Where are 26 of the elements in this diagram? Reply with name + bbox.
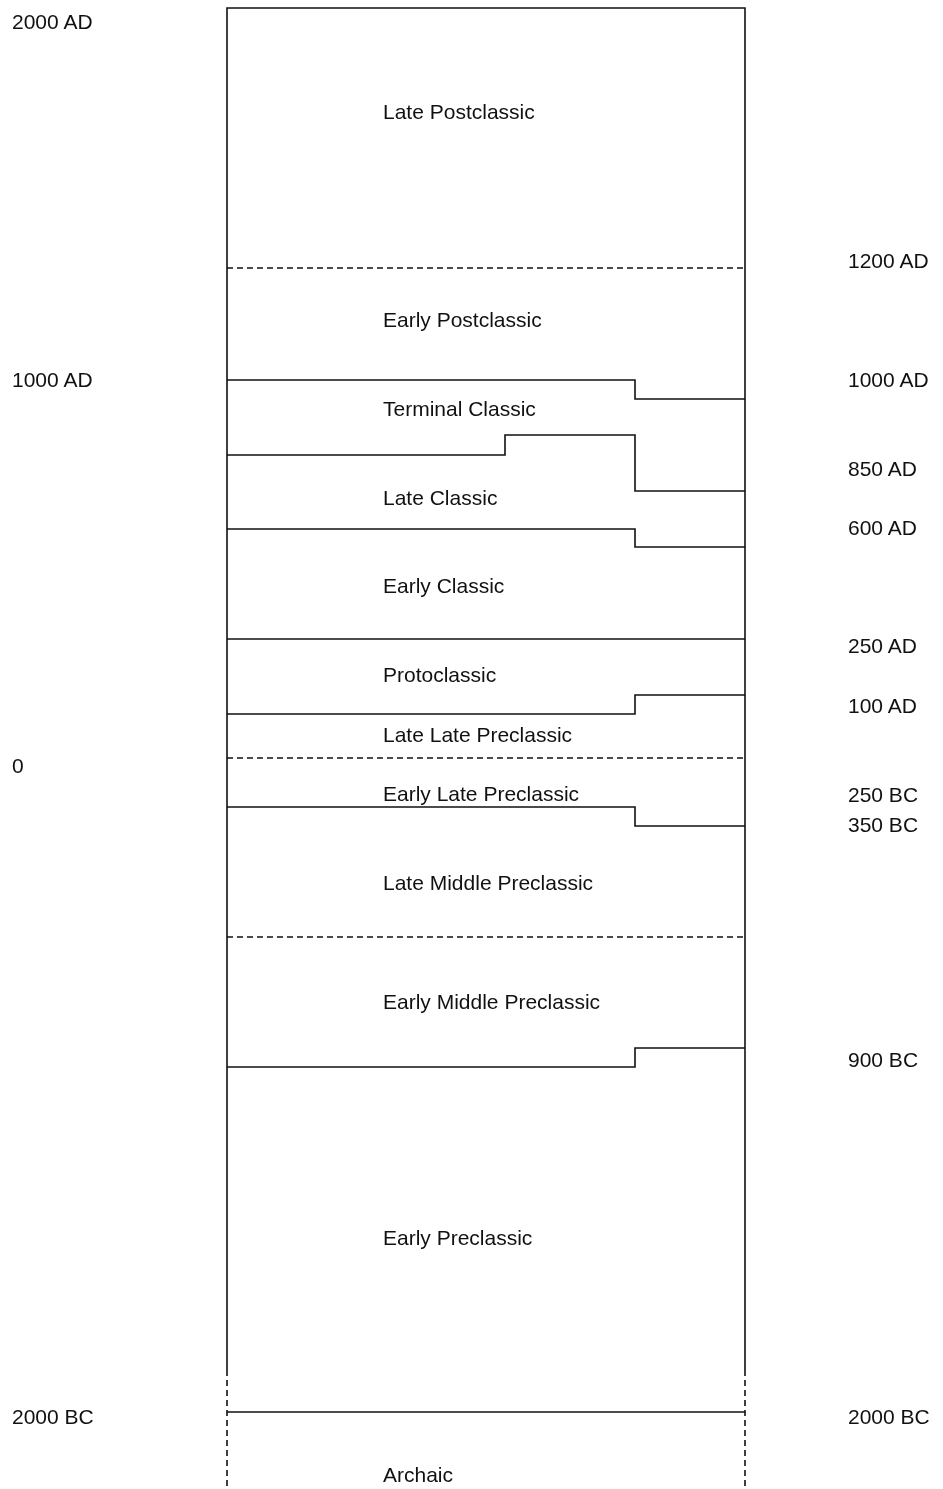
- period-label: Early Postclassic: [383, 308, 542, 332]
- period-label: Protoclassic: [383, 663, 497, 687]
- period-label: Early Middle Preclassic: [383, 990, 601, 1014]
- date-label: 100 AD: [848, 694, 917, 718]
- period-label: Late Middle Preclassic: [383, 871, 594, 895]
- period-label: Early Classic: [383, 574, 505, 598]
- date-label: 1000 AD: [848, 368, 929, 392]
- date-label: 2000 BC: [848, 1405, 930, 1429]
- date-label: 2000 AD: [12, 10, 93, 34]
- period-label: Early Preclassic: [383, 1226, 533, 1250]
- date-label: 600 AD: [848, 516, 917, 540]
- date-label: 2000 BC: [12, 1405, 94, 1429]
- period-label: Late Late Preclassic: [383, 723, 573, 747]
- date-label: 0: [12, 754, 24, 778]
- date-label: 250 AD: [848, 634, 917, 658]
- date-label: 1200 AD: [848, 249, 929, 273]
- date-label: 850 AD: [848, 457, 917, 481]
- date-label: 900 BC: [848, 1048, 919, 1072]
- period-label: Terminal Classic: [383, 397, 536, 421]
- date-label: 250 BC: [848, 783, 919, 807]
- period-label: Late Postclassic: [383, 100, 535, 124]
- period-label: Early Late Preclassic: [383, 782, 580, 806]
- date-label: 350 BC: [848, 813, 919, 837]
- period-label: Late Classic: [383, 486, 498, 510]
- period-label: Archaic: [383, 1463, 454, 1487]
- date-label: 1000 AD: [12, 368, 93, 392]
